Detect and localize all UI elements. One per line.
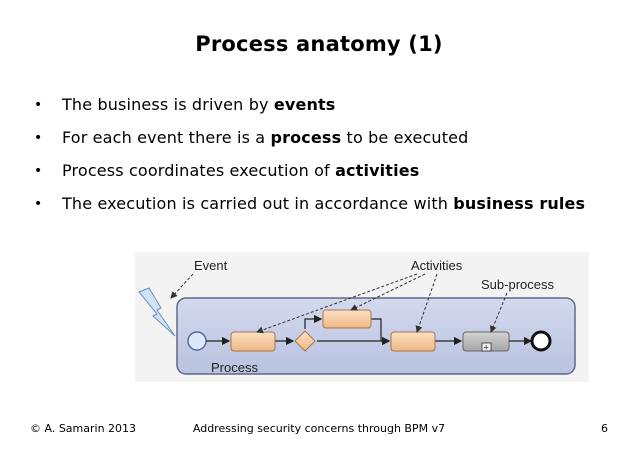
expand-marker-label: +	[484, 343, 489, 353]
activities-callout-label: Activities	[411, 258, 463, 273]
end-event-icon	[530, 330, 552, 352]
activity-task	[390, 331, 436, 352]
lightning-icon	[138, 287, 176, 337]
bullet-item-business-rules: •The execution is carried out in accorda…	[34, 194, 586, 213]
subprocess-callout-label: Sub-process	[481, 277, 554, 292]
gateway-icon	[294, 330, 316, 352]
activities-callout-arrow	[350, 273, 426, 311]
start-event-icon	[187, 331, 207, 351]
bullet-item-activities: •Process coordinates execution of activi…	[34, 161, 420, 180]
event-callout-arrow	[170, 273, 194, 299]
bullet-icon: •	[34, 196, 43, 212]
bpmn-diagram-canvas: Process + Event Activities Sub-process	[138, 258, 576, 375]
bullet-icon: •	[34, 163, 43, 179]
slide-title: Process anatomy (1)	[195, 32, 443, 56]
expand-marker-icon	[481, 342, 492, 352]
bullet-icon: •	[34, 130, 43, 146]
activity-task	[230, 331, 276, 352]
process-label: Process	[211, 360, 258, 375]
bullet-item-events: •The business is driven by events	[34, 95, 336, 114]
bullet-item-process: •For each event there is a process to be…	[34, 128, 469, 147]
activity-task	[322, 309, 372, 329]
event-callout-label: Event	[194, 258, 228, 273]
bullet-list: •The business is driven by events •For e…	[32, 94, 602, 226]
footer-page-number: 6	[601, 422, 608, 435]
bpmn-diagram: Process + Event Activities Sub-process	[135, 252, 589, 382]
bullet-icon: •	[34, 97, 43, 113]
footer-copyright: © A. Samarin 2013	[30, 422, 137, 435]
subprocess-callout-arrow	[490, 292, 508, 333]
activities-callout-arrow	[256, 273, 418, 334]
footer-presentation-title: Addressing security concerns through BPM…	[192, 422, 446, 435]
activities-callout-arrow	[415, 273, 438, 333]
process-pool	[176, 297, 576, 375]
sequence-flow	[304, 314, 323, 329]
